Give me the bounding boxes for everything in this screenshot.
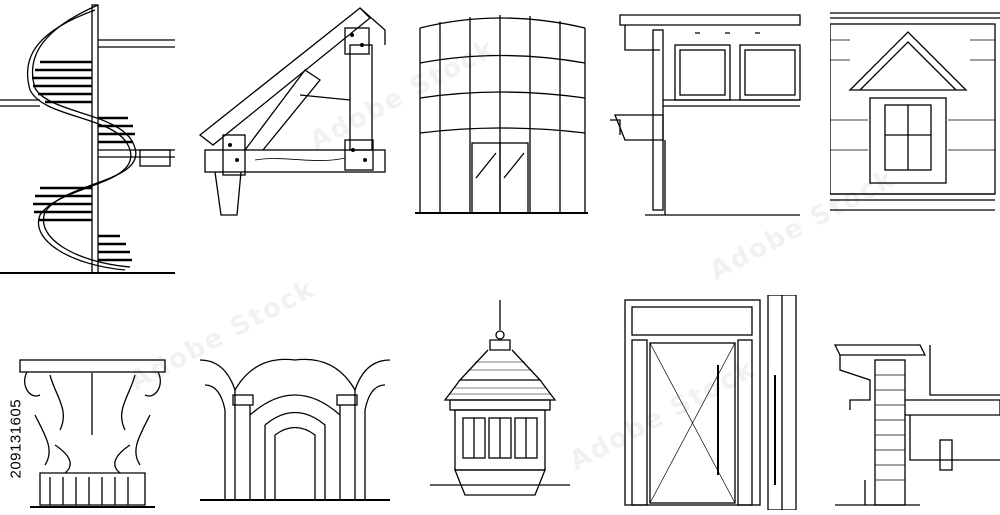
curved-glass-facade-drawing bbox=[410, 8, 590, 228]
cornice-wall-section-drawing bbox=[830, 340, 1000, 510]
spiral-staircase-drawing bbox=[0, 0, 180, 280]
stock-id-label: 209131605 bbox=[7, 398, 25, 479]
bay-window-turret-drawing bbox=[430, 300, 570, 505]
arched-colonnade-drawing bbox=[195, 355, 395, 505]
corinthian-capital-drawing bbox=[15, 355, 170, 510]
dormer-window-drawing bbox=[830, 10, 1000, 220]
pivot-entry-door-drawing bbox=[620, 295, 805, 510]
timber-roof-truss-drawing bbox=[195, 0, 395, 225]
eave-window-section-drawing bbox=[605, 10, 805, 220]
